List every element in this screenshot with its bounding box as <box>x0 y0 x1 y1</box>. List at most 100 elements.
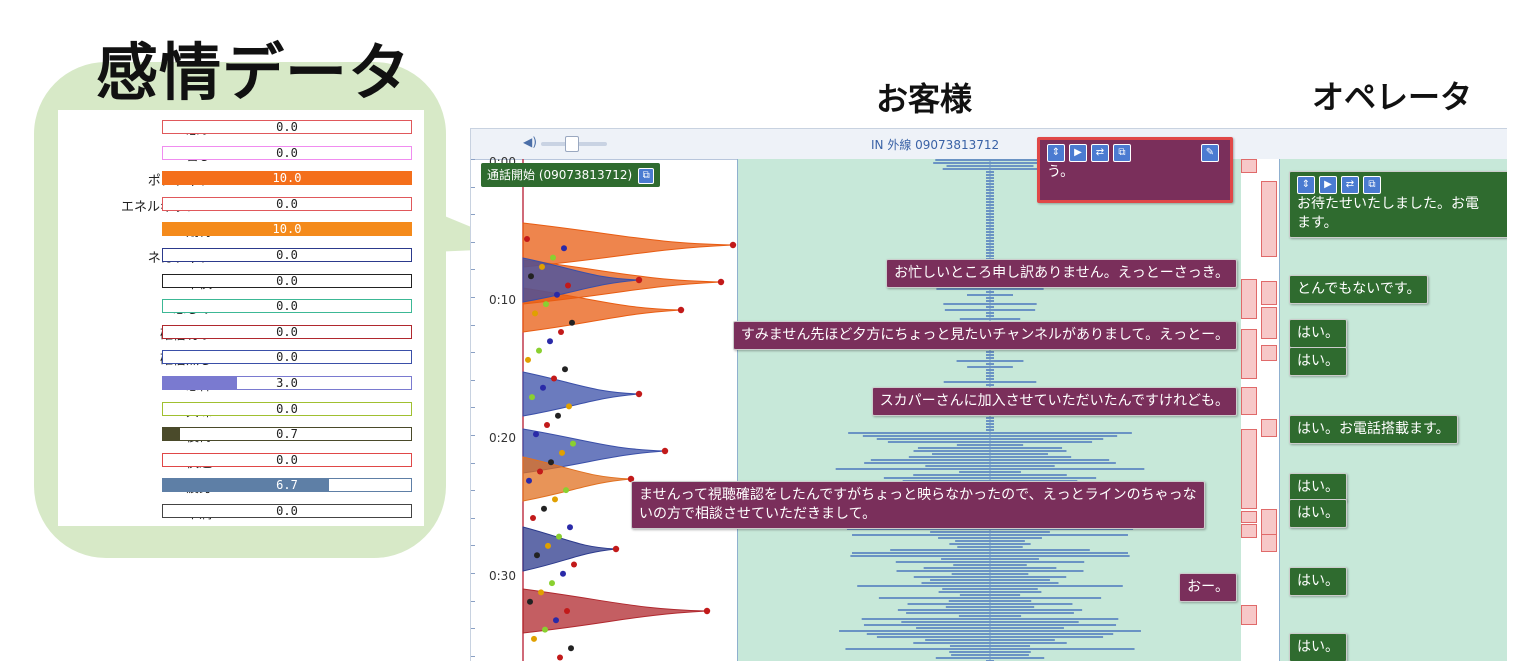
operator-utterance[interactable]: とんでもないです。 <box>1289 275 1429 304</box>
emotion-value: 0.0 <box>276 196 298 211</box>
waveform-sample <box>986 222 994 224</box>
operator-utterance[interactable]: はい。お電話搭載ます。 <box>1289 415 1458 444</box>
operator-segment[interactable] <box>1261 281 1277 305</box>
waveform-sample <box>955 540 1025 542</box>
emotion-point <box>560 570 566 577</box>
emotion-bar: 0.0 <box>162 273 412 288</box>
emotion-row: 興味0.0 <box>58 400 424 420</box>
selected-customer-utterance[interactable]: ⇕▶⇄⧉✎う。 <box>1037 137 1233 203</box>
waveform-sample <box>986 183 994 185</box>
waveform-sample <box>986 225 994 227</box>
customer-segment[interactable] <box>1241 524 1257 538</box>
emotion-row: 快適0.0 <box>58 451 424 471</box>
waveform-sample <box>887 441 1093 443</box>
emotion-point <box>612 545 620 553</box>
customer-segment[interactable] <box>1241 329 1257 379</box>
edit-icon[interactable]: ✎ <box>1201 144 1219 162</box>
emotion-bar-fill <box>163 377 238 389</box>
operator-column-label: オペレータ <box>1312 78 1473 116</box>
customer-segment[interactable] <box>1241 605 1257 625</box>
emotion-point <box>552 496 558 503</box>
waveform-sample <box>925 465 1055 467</box>
emotion-point <box>528 273 534 280</box>
operator-utterance[interactable]: はい。 <box>1289 499 1347 528</box>
emotion-row: 後悔0.7 <box>58 425 424 445</box>
waveform-sample <box>936 288 1044 290</box>
operator-utterance[interactable]: はい。 <box>1289 319 1347 348</box>
waveform-sample <box>949 651 1031 653</box>
copy-icon[interactable]: ⧉ <box>1113 144 1131 162</box>
operator-segment[interactable] <box>1261 345 1277 361</box>
customer-utterance[interactable]: ませんって視聴確認をしたんですがちょっと映らなかったので、えっとラインのちゃっな… <box>631 481 1205 529</box>
swap-icon[interactable]: ⇄ <box>1341 176 1359 194</box>
emotion-point <box>533 431 539 438</box>
waveform-sample <box>986 243 994 245</box>
waveform-sample <box>966 294 1014 296</box>
customer-segment[interactable] <box>1241 429 1257 509</box>
play-icon[interactable]: ▶ <box>1069 144 1087 162</box>
copy-icon[interactable]: ⧉ <box>1363 176 1381 194</box>
emotion-value: 0.7 <box>276 427 298 442</box>
waveform-sample <box>866 633 1114 635</box>
customer-utterance[interactable]: お忙しいところ申し訳ありません。えっとーさっき。 <box>886 259 1237 288</box>
swap-icon[interactable]: ⇄ <box>1091 144 1109 162</box>
call-start-badge[interactable]: 通話開始 (09073813712)⧉ <box>481 163 661 187</box>
emotion-row: 喜び0.0 <box>58 144 424 164</box>
emotion-bar: 0.0 <box>162 299 412 314</box>
emotion-point <box>531 635 537 642</box>
player-toolbar: ◀) IN 外線 09073813712 <box>471 129 1507 160</box>
waveform-sample <box>986 216 994 218</box>
operator-segment[interactable] <box>1261 181 1277 257</box>
waveform-sample <box>986 357 994 359</box>
utterance-line: いの方で相談させていただきまして。 <box>639 506 877 522</box>
waveform-sample <box>861 618 1119 620</box>
emotion-point <box>557 654 563 661</box>
emotion-bar: 0.0 <box>162 196 412 211</box>
ruler-tick <box>471 600 475 602</box>
emotion-bar: 10.0 <box>162 222 412 237</box>
waveform-sample <box>951 654 1029 656</box>
emotion-point <box>549 580 555 587</box>
operator-utterance[interactable]: はい。 <box>1289 567 1347 596</box>
operator-segment[interactable] <box>1261 419 1277 437</box>
waveform-sample <box>986 171 994 173</box>
customer-segment[interactable] <box>1241 279 1257 319</box>
waveform-sample <box>956 360 1024 362</box>
sort-icon[interactable]: ⇕ <box>1297 176 1315 194</box>
waveform-sample <box>986 369 994 371</box>
customer-segment[interactable] <box>1241 511 1257 523</box>
operator-utterance[interactable]: ⇕▶⇄⧉お待たせいたしました。お電ます。 <box>1289 171 1507 238</box>
operator-utterance[interactable]: はい。 <box>1289 633 1347 661</box>
waveform-sample <box>986 420 994 422</box>
waveform-sample <box>846 528 1134 530</box>
emotion-value: 0.0 <box>276 324 298 339</box>
emotion-point <box>558 329 564 335</box>
customer-segment[interactable] <box>1241 159 1257 173</box>
page-title: 感情データ <box>96 36 412 109</box>
customer-utterance[interactable]: スカパーさんに加入させていただいたんですけれども。 <box>871 387 1237 416</box>
emotion-bar: 10.0 <box>162 171 412 186</box>
copy-icon[interactable]: ⧉ <box>638 167 655 184</box>
waveform-sample <box>949 645 1031 647</box>
operator-utterance[interactable]: はい。 <box>1289 347 1347 376</box>
customer-utterance[interactable]: すみません先ほど夕方にちょっと見たいチャンネルがありまして。えっとー。 <box>732 321 1237 350</box>
operator-segment[interactable] <box>1261 534 1277 552</box>
emotion-value: 3.0 <box>276 376 298 390</box>
emotion-bar-fill <box>163 479 330 492</box>
waveform-sample <box>862 435 1118 437</box>
volume-slider-handle[interactable] <box>565 136 579 152</box>
operator-utterance[interactable]: はい。 <box>1289 473 1347 502</box>
sort-icon[interactable]: ⇕ <box>1047 144 1065 162</box>
operator-segment[interactable] <box>1261 307 1277 339</box>
waveform-sample <box>925 639 1055 641</box>
play-icon[interactable]: ▶ <box>1319 176 1337 194</box>
emotion-point <box>541 505 547 512</box>
emotion-row: ネガティブ0.0 <box>58 246 424 266</box>
emotion-point <box>570 440 576 447</box>
utterance-layer: お忙しいところ申し訳ありません。えっとーさっき。すみません先ほど夕方にちょっと見… <box>471 129 1507 661</box>
emotion-point <box>542 626 548 633</box>
customer-segment[interactable] <box>1241 387 1257 415</box>
emotion-row: 確信有り0.0 <box>58 323 424 343</box>
customer-utterance[interactable]: おー。 <box>1179 573 1237 602</box>
volume-icon[interactable]: ◀) <box>523 135 537 149</box>
